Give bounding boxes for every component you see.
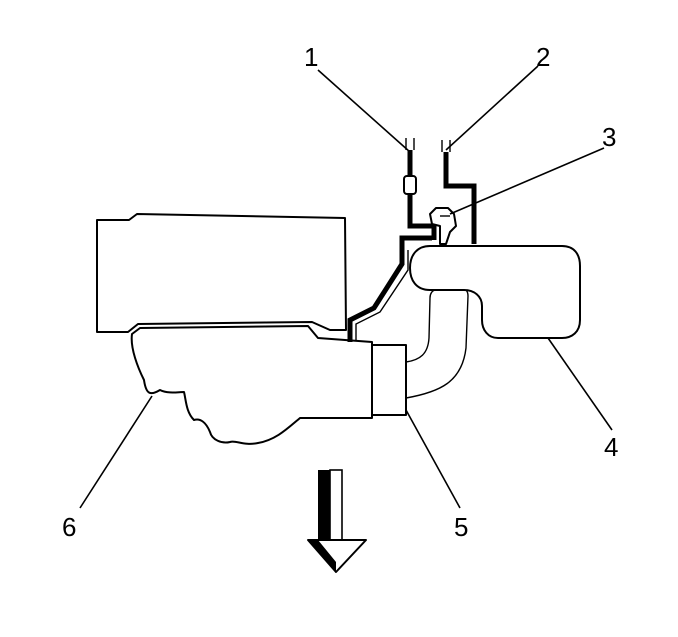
component-4-cooler (409, 245, 581, 339)
flow-arrow-shaft (329, 469, 343, 541)
lower-housing (130, 325, 373, 445)
line-2-pipe (443, 152, 477, 244)
component-3-valve (429, 207, 457, 245)
leader-5 (405, 409, 461, 509)
callout-1: 1 (304, 42, 318, 72)
callout-2: 2 (536, 42, 550, 72)
leader-2 (445, 65, 539, 151)
return-hose-inner (405, 289, 437, 363)
callout-4: 4 (604, 432, 618, 462)
line-1-fitting (403, 175, 417, 195)
return-hose-outer (405, 287, 469, 399)
leader-4 (547, 337, 613, 431)
callout-5: 5 (454, 512, 468, 542)
flow-arrow-head-shadow (308, 540, 336, 572)
leader-3 (449, 147, 605, 215)
upper-housing (96, 213, 347, 333)
feed-line-inner (355, 250, 409, 340)
flow-arrow-shadow (318, 470, 330, 540)
leader-6 (79, 395, 153, 509)
leader-1 (317, 69, 411, 153)
callout-6: 6 (62, 512, 76, 542)
component-5-block (371, 344, 407, 416)
feed-line-lower (347, 235, 432, 342)
line-1-pipe-lower (407, 194, 437, 240)
callout-3: 3 (602, 122, 616, 152)
